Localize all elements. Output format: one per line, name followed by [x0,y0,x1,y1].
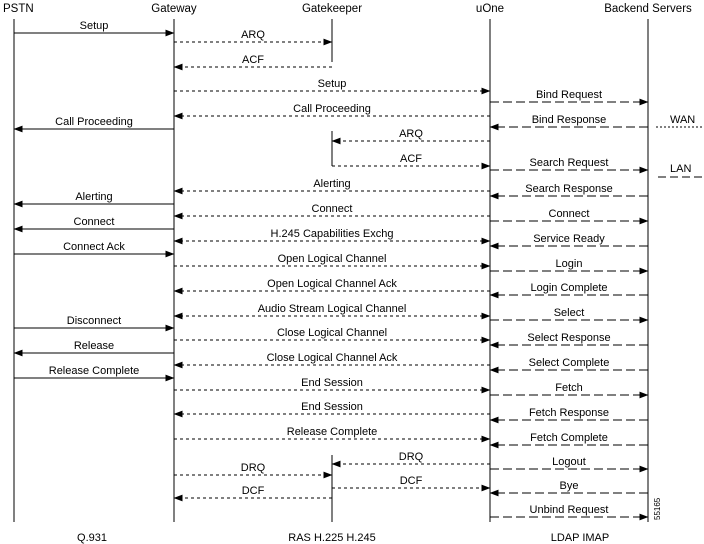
footer-ldap-imap: LDAP IMAP [551,532,610,544]
message-label: Release Complete [49,365,140,377]
message-label: Open Logical Channel Ack [267,278,397,290]
message-label: Login Complete [530,282,607,294]
message-label: Bind Request [536,89,602,101]
message-label: Alerting [75,191,112,203]
message-label: DRQ [399,451,424,463]
header-uone: uOne [476,3,504,15]
message-label: Release [74,340,114,352]
message-label: Close Logical Channel Ack [267,352,398,364]
message-label: End Session [301,401,363,413]
message-label: ARQ [241,29,265,41]
message-label: Select [554,307,585,319]
message-label: End Session [301,377,363,389]
message-label: Close Logical Channel [277,327,387,339]
message-label: Fetch Complete [530,432,608,444]
message-label: DCF [400,475,423,487]
header-gateway: Gateway [151,3,197,15]
figure-id: 55165 [653,497,662,520]
message-label: Search Response [525,183,612,195]
message-label: Connect [549,208,590,220]
message-label: Release Complete [287,426,378,438]
footer-q931: Q.931 [77,532,107,544]
message-label: Connect Ack [63,241,125,253]
message-label: ACF [242,54,264,66]
message-label: Call Proceeding [55,116,133,128]
message-label: H.245 Capabilities Exchg [271,228,394,240]
footer-ras-h225-h245: RAS H.225 H.245 [288,532,375,544]
message-label: Login [556,258,583,270]
message-label: Logout [552,456,586,468]
message-label: Fetch Response [529,407,609,419]
message-label: Bye [560,480,579,492]
message-label: Setup [80,20,109,32]
message-label: Fetch [555,382,583,394]
header-backend-servers: Backend Servers [604,3,692,15]
message-label: DRQ [241,462,266,474]
message-label: Call Proceeding [293,103,371,115]
message-label: Select Response [527,332,610,344]
message-label: Service Ready [533,233,605,245]
message-label: ARQ [399,128,423,140]
message-label: Unbind Request [530,504,609,516]
message-label: DCF [242,485,265,497]
message-label: Bind Response [532,114,607,126]
header-pstn: PSTN [3,3,34,15]
lan-label: LAN [670,163,691,175]
message-label: Connect [74,216,115,228]
message-label: Select Complete [529,357,610,369]
message-label: Setup [318,78,347,90]
message-label: Audio Stream Logical Channel [258,303,407,315]
message-label: Search Request [530,157,609,169]
message-label: Open Logical Channel [278,253,387,265]
message-label: Alerting [313,178,350,190]
message-label: Disconnect [67,315,121,327]
message-label: Connect [312,203,353,215]
message-label: ACF [400,153,422,165]
header-gatekeeper: Gatekeeper [302,3,362,15]
wan-label: WAN [670,114,695,126]
